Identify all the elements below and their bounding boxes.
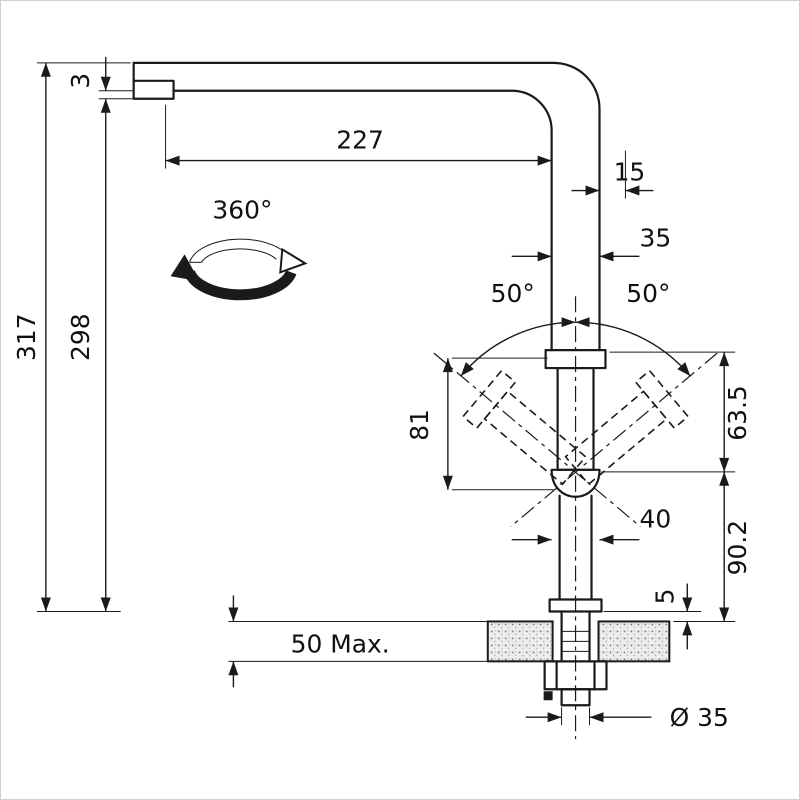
aerator-tip [132,79,175,100]
label-swivel-range: 360° [212,195,272,224]
dimension-arrows [40,62,730,723]
dimension-lines [45,56,725,718]
mounting-nut [543,660,608,707]
angle-arc-left [460,321,576,377]
angle-arc-right [575,321,691,377]
centerlines [433,296,718,740]
dim-label-body-width: 40 [640,505,672,534]
dim-label-total-height: 317 [12,313,41,361]
dim-label-angle-right: 50° [626,279,670,308]
hose-clip [543,691,553,701]
dim-label-counter-thickness: 50 Max. [291,629,390,658]
dim-label-lever-height: 63.5 [723,385,752,441]
dim-label-angle-left: 50° [491,279,535,308]
dim-label-spout-overhang: 15 [614,158,646,187]
dim-label-hole-diameter: Ø 35 [670,703,729,732]
threaded-shank [560,688,591,707]
extension-lines [36,62,736,726]
dim-label-body-height: 90.2 [723,520,752,576]
dim-label-base-gap: 5 [650,589,679,605]
dim-label-outlet-height: 298 [66,313,95,361]
dim-label-pipe-diameter: 35 [640,223,672,252]
countertop-section [486,620,671,663]
dim-label-spout-reach: 227 [336,126,384,155]
dim-label-lever-length: 81 [405,409,434,441]
rotation-arrow-icon [170,238,308,301]
dim-label-tip-offset: 3 [66,73,95,89]
